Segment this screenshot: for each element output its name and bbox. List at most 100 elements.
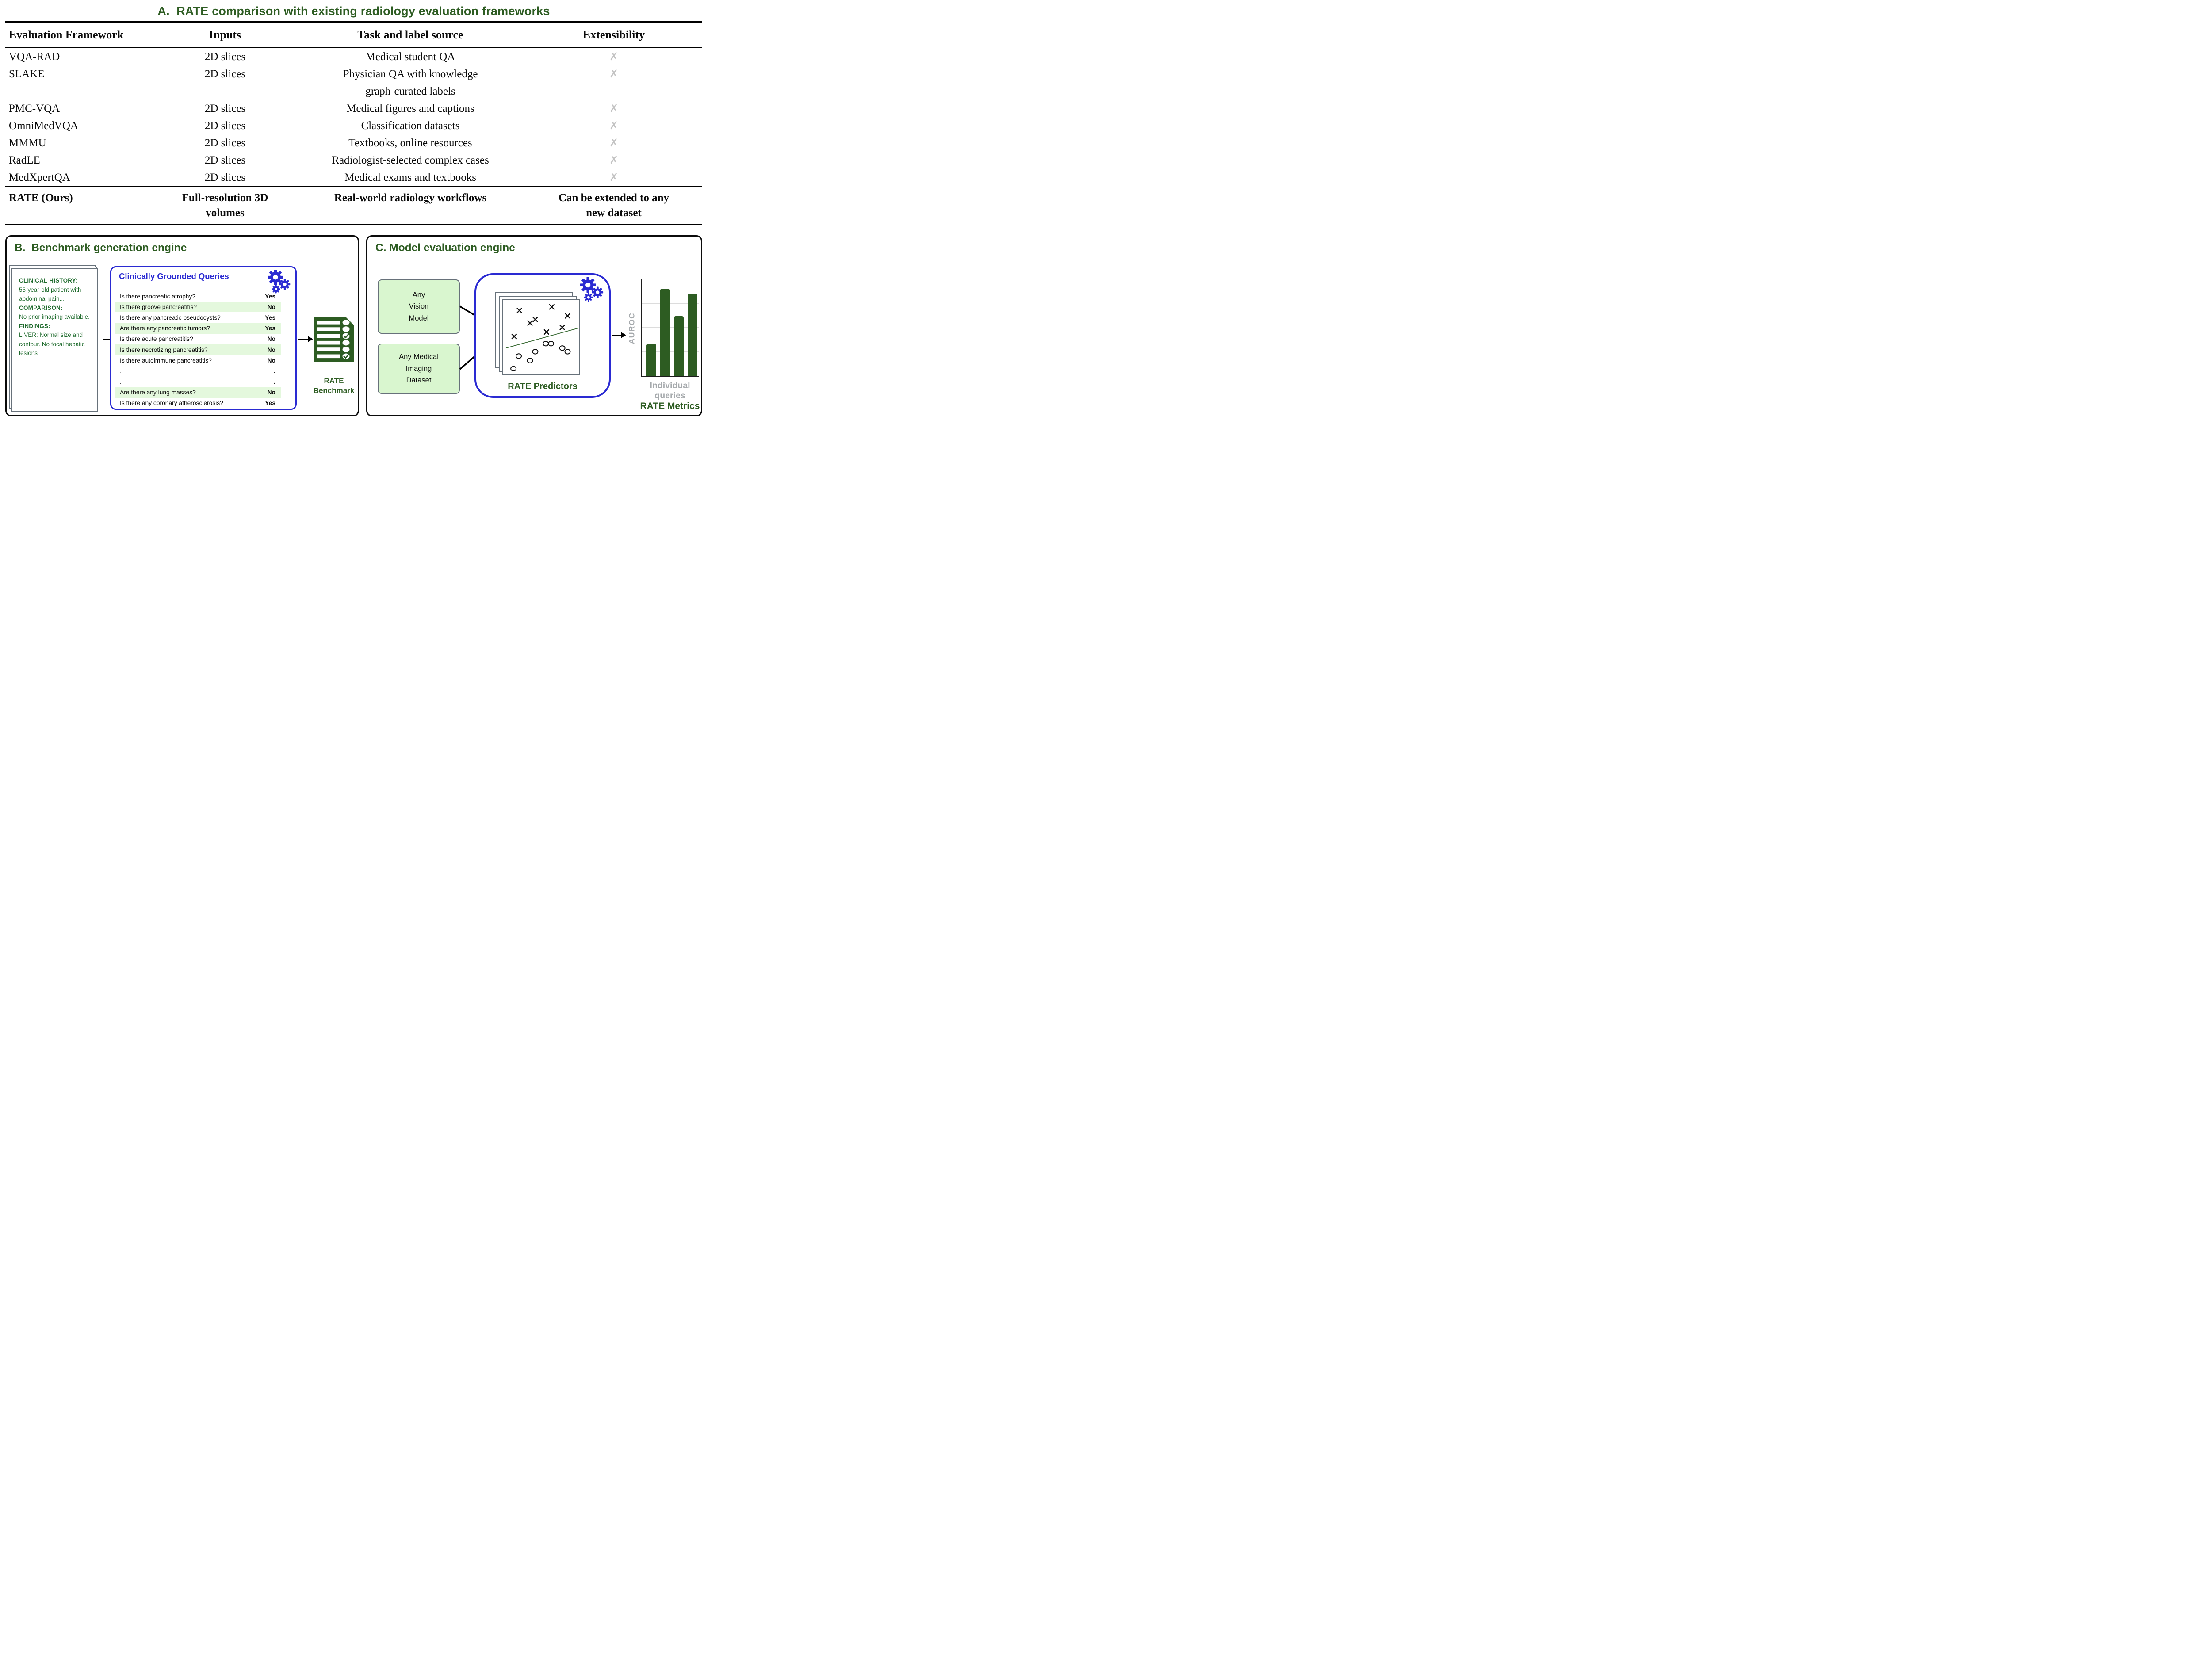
table-rule-under-header	[5, 47, 702, 48]
query-row: Is there autoimmune pancreatitis?No	[115, 355, 281, 366]
task-cell: Medical figures and captions	[346, 103, 474, 115]
gears-icon	[268, 270, 291, 294]
rate-framework-cell: RATE (Ours)	[9, 192, 73, 204]
report-to-queries-connector	[103, 339, 111, 340]
table-rule-top	[5, 21, 702, 23]
rate-predictors-label: RATE Predictors	[508, 382, 578, 391]
query-text: Is there necrotizing pancreatitis?	[120, 346, 208, 353]
query-answer: Yes	[265, 293, 275, 300]
x-marker	[549, 304, 555, 310]
query-row: Is there acute pancreatitis?No	[115, 334, 281, 344]
report-section-heading: FINDINGS:	[19, 322, 50, 329]
auroc-bar	[688, 294, 697, 376]
query-text: Is there pancreatic atrophy?	[120, 293, 196, 300]
task-cell: Medical student QA	[365, 51, 455, 63]
auroc-bar	[660, 289, 670, 376]
inputs-cell: 2D slices	[204, 172, 246, 183]
rate-metrics-label: RATE Metrics	[640, 401, 700, 411]
column-header: Extensibility	[582, 28, 645, 41]
table-body: VQA-RAD 2D slices Medical student QA ✗ SLAKE…	[5, 48, 702, 186]
auroc-bar	[646, 344, 656, 376]
query-row: Is there any coronary atherosclerosis?Ye…	[115, 398, 281, 409]
predictor-page-front	[502, 299, 580, 375]
queries-box-title: Clinically Grounded Queries	[119, 271, 229, 281]
framework-cell: RadLE	[9, 154, 40, 166]
inputs-cell: 2D slices	[204, 51, 246, 63]
extensibility-x-mark: ✗	[609, 171, 619, 183]
extensibility-x-mark: ✗	[609, 50, 619, 63]
query-text: .	[120, 367, 122, 374]
x-marker	[511, 333, 517, 340]
query-text: Are there any pancreatic tumors?	[120, 325, 210, 332]
query-answer: Yes	[265, 325, 275, 332]
inputs-cell: 2D slices	[204, 154, 246, 166]
panel-c-title: C. Model evaluation engine	[375, 242, 515, 254]
any-vision-model-box: Any Vision Model	[378, 279, 460, 334]
query-answer: No	[267, 303, 275, 310]
extensibility-x-mark: ✗	[609, 154, 619, 166]
clinically-grounded-queries-box: Clinically Grounded Queries Is there pan…	[110, 266, 297, 410]
task-cell: Textbooks, online resources	[348, 137, 472, 149]
o-marker	[510, 366, 517, 372]
column-header: Evaluation Framework	[9, 28, 124, 41]
query-answer: .	[274, 378, 275, 386]
query-text: .	[120, 378, 122, 386]
framework-cell: MMMU	[9, 137, 46, 149]
x-marker	[516, 308, 522, 313]
table-row: PMC-VQA 2D slices Medical figures and capt…	[5, 100, 702, 117]
framework-cell: PMC-VQA	[9, 103, 60, 115]
report-section-heading: CLINICAL HISTORY:	[19, 277, 78, 284]
o-marker	[527, 358, 533, 363]
table-row: VQA-RAD 2D slices Medical student QA ✗	[5, 48, 702, 65]
scatter-plot	[505, 304, 578, 372]
query-answer: No	[267, 336, 275, 343]
query-answer: Yes	[265, 314, 275, 321]
inputs-cell: 2D slices	[204, 103, 246, 115]
query-row: Are there any pancreatic tumors? Yes	[115, 323, 281, 334]
query-row: ..	[115, 366, 281, 376]
x-marker	[527, 320, 533, 326]
query-row: Is there necrotizing pancreatitis? No	[115, 344, 281, 355]
o-marker	[532, 349, 539, 355]
report-section-heading: COMPARISON:	[19, 304, 63, 311]
query-row: Is there groove pancreatitis? No	[115, 302, 281, 313]
comparison-table: Evaluation Framework Inputs Task and label…	[5, 21, 702, 225]
figure-canvas: A. RATE comparison with existing radiolo…	[0, 0, 708, 420]
framework-cell: VQA-RAD	[9, 51, 60, 63]
query-row: Is there any pancreatic pseudocysts?Yes	[115, 312, 281, 323]
rate-task-cell: Real-world radiology workflows	[334, 192, 487, 204]
inputs-cell: 2D slices	[204, 68, 246, 80]
column-header: Inputs	[209, 28, 241, 41]
report-section-body: 55-year-old patient with abdominal pain.…	[19, 286, 81, 302]
auroc-bar-chart	[641, 279, 699, 377]
task-cell: Medical exams and textbooks	[344, 172, 476, 183]
panel-b: B. Benchmark generation engine CLINICAL …	[5, 235, 359, 416]
auroc-axis-label: AUROC	[627, 312, 636, 344]
chart-gridline	[642, 303, 699, 304]
task-cell: Classification datasets	[361, 120, 460, 132]
rate-benchmark-label: RATE Benchmark	[313, 377, 355, 395]
query-row: ..	[115, 377, 281, 387]
o-marker	[564, 349, 571, 355]
task-cell: Physician QA with knowledge graph-curate…	[343, 68, 478, 97]
column-header: Task and label source	[357, 28, 463, 41]
table-rule-bottom	[5, 224, 702, 225]
query-answer: No	[267, 346, 275, 353]
query-answer: .	[274, 367, 275, 374]
gears-icon	[580, 277, 604, 302]
query-row: Are there any lung masses?No	[115, 387, 281, 398]
table-row: MMMU 2D slices Textbooks, online resources…	[5, 134, 702, 152]
x-marker	[532, 317, 538, 322]
inputs-cell: 2D slices	[204, 137, 246, 149]
table-header-row: Evaluation Framework Inputs Task and label…	[5, 23, 702, 47]
rate-extensibility-cell: Can be extended to any new dataset	[558, 192, 669, 219]
inputs-cell: 2D slices	[204, 120, 246, 132]
query-answer: No	[267, 357, 275, 364]
query-text: Is there groove pancreatitis?	[120, 303, 197, 310]
individual-queries-label: Individual queries	[650, 381, 690, 401]
panel-a-title: A. RATE comparison with existing radiolo…	[157, 4, 550, 18]
